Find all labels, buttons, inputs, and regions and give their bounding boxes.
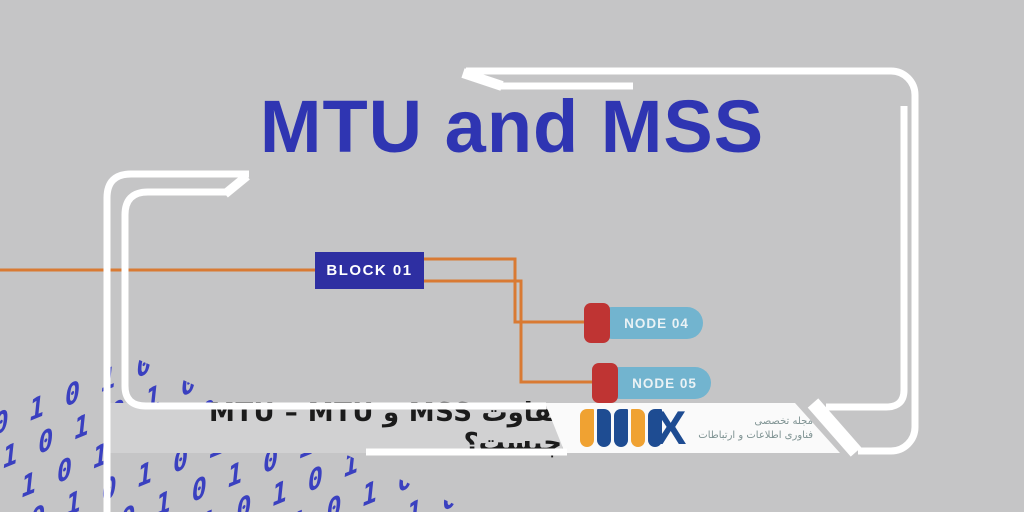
- node-05-label: NODE 05: [632, 375, 697, 391]
- connector-block-to-node04: [424, 257, 585, 324]
- node-05-red-cap: [592, 363, 618, 403]
- question-text: تفاوت MSS و MTU – MTU چیست؟: [208, 398, 562, 458]
- block-01: BLOCK 01: [315, 252, 424, 289]
- logo-tagline-line1: مجله تخصصی: [754, 416, 813, 427]
- logo-leaves-icon: [580, 409, 662, 447]
- left-frame-inner: [121, 188, 546, 410]
- question-strip: تفاوت MSS و MTU – MTU چیست؟: [110, 398, 562, 458]
- logo-x-letter: X: [655, 401, 686, 454]
- node-04-label: NODE 04: [624, 315, 689, 331]
- left-frame-top-ribbon: [222, 172, 250, 198]
- logo-panel: X مجله تخصصی فناوری اطلاعات و ارتباطات: [545, 401, 840, 454]
- logo-tagline-line2: فناوری اطلاعات و ارتباطات: [698, 430, 813, 441]
- page-title: MTU and MSS: [259, 85, 765, 168]
- connector-block-to-node05: [424, 279, 593, 384]
- node-04: NODE 04: [584, 303, 704, 343]
- logo-tagline: مجله تخصصی فناوری اطلاعات و ارتباطات: [688, 415, 813, 443]
- node-05: NODE 05: [592, 363, 712, 403]
- node-04-red-cap: [584, 303, 610, 343]
- block-01-label: BLOCK 01: [326, 262, 413, 279]
